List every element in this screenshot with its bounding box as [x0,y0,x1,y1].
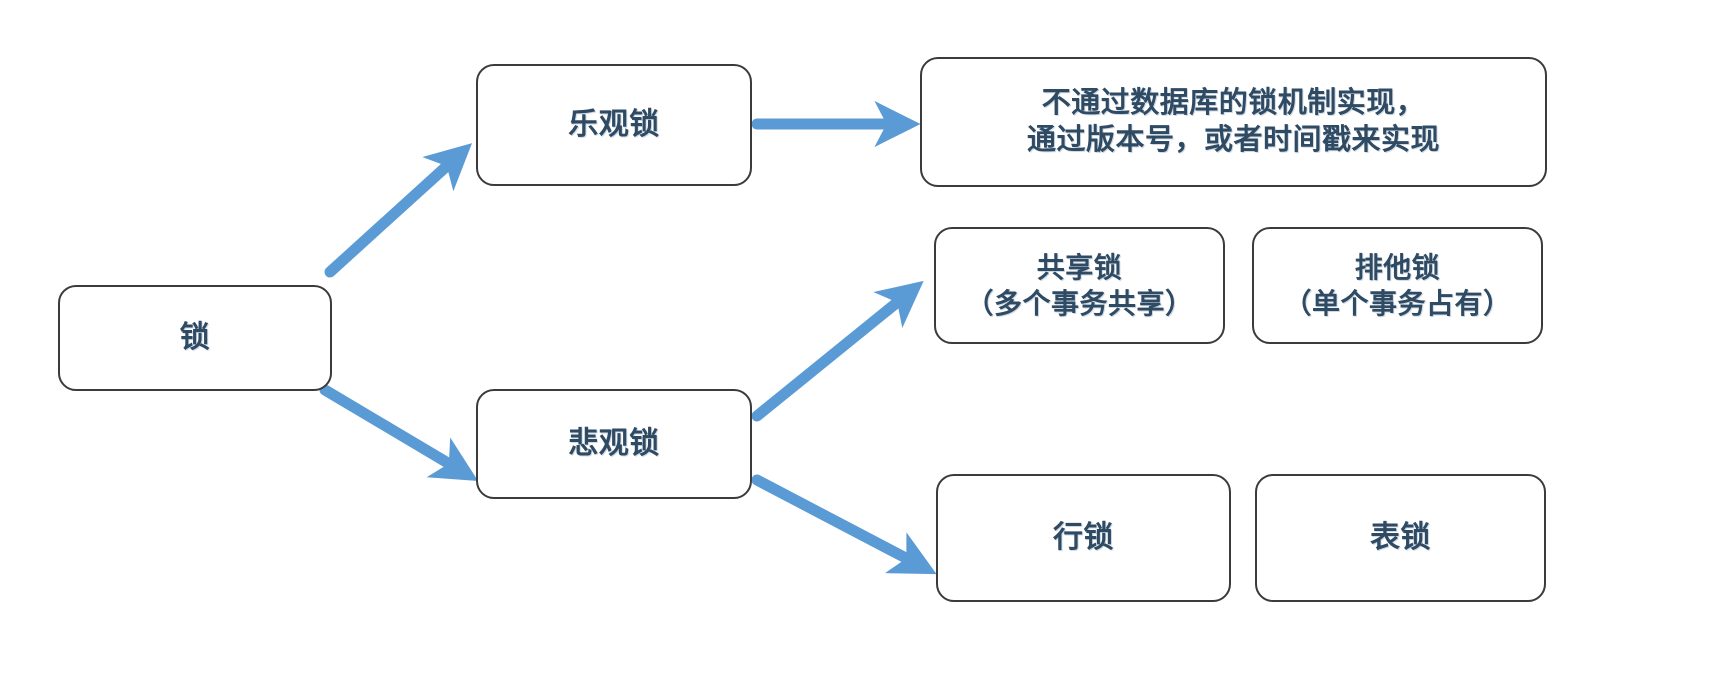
node-row-lock-label: 行锁 [1053,520,1114,554]
edge-root-to-pessimistic [319,384,479,481]
node-pessimistic-lock[interactable]: 悲观锁 [476,389,752,499]
edge-root-to-optimistic [324,143,473,278]
node-table-lock[interactable]: 表锁 [1255,474,1546,602]
node-pessimistic-lock-label: 悲观锁 [568,426,660,460]
node-exclusive-lock-label: 排他锁 （单个事务占有） [1283,251,1512,319]
node-root-label: 锁 [179,320,211,354]
node-optimistic-lock[interactable]: 乐观锁 [476,64,752,186]
node-table-lock-label: 表锁 [1370,520,1431,554]
edge-pessimistic-to-row-lock [751,474,937,575]
node-row-lock[interactable]: 行锁 [936,474,1231,602]
node-shared-lock-label: 共享锁 （多个事务共享） [965,251,1194,319]
node-shared-lock[interactable]: 共享锁 （多个事务共享） [934,227,1225,344]
node-root[interactable]: 锁 [58,285,332,391]
node-optimistic-lock-detail-label: 不通过数据库的锁机制实现， 通过版本号，或者时间戳来实现 [1026,86,1440,156]
edge-pessimistic-to-shared [751,280,924,422]
node-optimistic-lock-detail[interactable]: 不通过数据库的锁机制实现， 通过版本号，或者时间戳来实现 [920,57,1547,187]
node-optimistic-lock-label: 乐观锁 [568,107,660,141]
node-exclusive-lock[interactable]: 排他锁 （单个事务占有） [1252,227,1543,344]
